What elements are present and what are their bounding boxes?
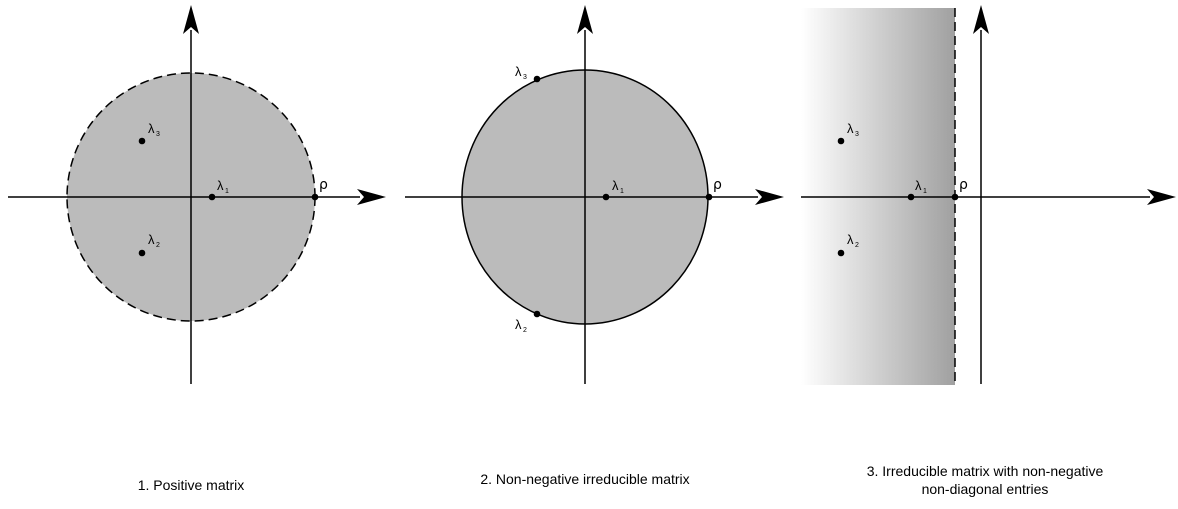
- lambda1-label: λ: [612, 178, 619, 193]
- lambda1-label: λ: [217, 178, 224, 193]
- real-axis-arrowhead: [755, 189, 784, 205]
- lambda3-label: λ: [847, 121, 854, 136]
- panel-nonnegative-irreducible: ρ λ 1 λ 3 λ 2: [405, 5, 784, 384]
- lambda1-subscript: 1: [225, 188, 229, 195]
- rho-point: [951, 193, 959, 201]
- lambda1-point: [208, 193, 216, 201]
- lambda1-point: [602, 193, 610, 201]
- imaginary-axis-arrowhead: [577, 5, 593, 34]
- lambda2-point: [533, 310, 541, 318]
- lambda2-subscript: 2: [156, 242, 160, 249]
- lambda3-point: [138, 137, 146, 145]
- caption-line-2: non-diagonal entries: [921, 481, 1049, 497]
- caption-line-1: 3. Irreducible matrix with non-negative: [866, 463, 1104, 479]
- panel-irreducible-metzler: ρ λ 1 λ 3 λ 2: [801, 5, 1176, 385]
- lambda2-subscript: 2: [855, 242, 859, 249]
- lambda2-point: [138, 249, 146, 257]
- rho-label: ρ: [959, 177, 968, 193]
- lambda3-point: [533, 75, 541, 83]
- lambda3-label: λ: [148, 121, 155, 136]
- lambda1-label: λ: [915, 178, 922, 193]
- lambda2-point: [837, 249, 845, 257]
- rho-label: ρ: [319, 177, 328, 193]
- real-axis-arrowhead: [1147, 189, 1176, 205]
- rho-point: [311, 193, 319, 201]
- lambda1-subscript: 1: [923, 188, 927, 195]
- caption-nonnegative-irreducible: 2. Non-negative irreducible matrix: [480, 471, 690, 487]
- rho-point: [705, 193, 713, 201]
- caption-positive-matrix: 1. Positive matrix: [137, 477, 245, 493]
- lambda3-point: [837, 137, 845, 145]
- lambda3-subscript: 3: [156, 131, 160, 138]
- real-axis-arrowhead: [357, 189, 386, 205]
- rho-label: ρ: [713, 177, 722, 193]
- lambda3-label: λ: [515, 64, 522, 79]
- imaginary-axis-arrowhead: [183, 5, 199, 34]
- lambda3-subscript: 3: [523, 74, 527, 81]
- imaginary-axis-arrowhead: [973, 5, 989, 34]
- lambda2-label: λ: [515, 317, 522, 332]
- lambda3-subscript: 3: [855, 131, 859, 138]
- panel-positive-matrix: ρ λ 1 λ 3 λ 2: [8, 5, 386, 384]
- lambda2-label: λ: [148, 232, 155, 247]
- lambda2-label: λ: [847, 232, 854, 247]
- lambda1-point: [907, 193, 915, 201]
- caption-irreducible-metzler: 3. Irreducible matrix with non-negative …: [815, 462, 1155, 498]
- lambda2-subscript: 2: [523, 327, 527, 334]
- lambda1-subscript: 1: [620, 188, 624, 195]
